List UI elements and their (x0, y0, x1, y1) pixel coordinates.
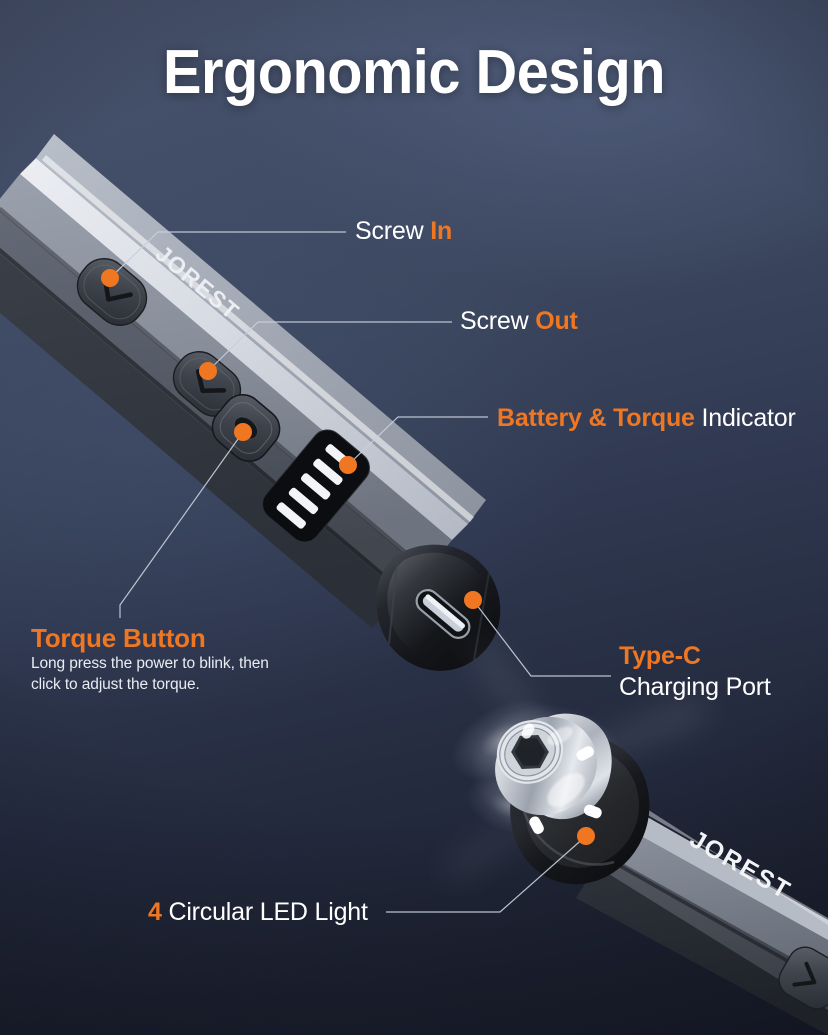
callout-indicator-plain: Indicator (701, 404, 796, 432)
callout-torque-heading: Torque Button (31, 623, 206, 653)
callout-led-plain: Circular LED Light (168, 898, 368, 926)
marker-dot-torque (234, 423, 252, 441)
page-title: Ergonomic Design (163, 38, 665, 107)
leader-torque-button (119, 431, 244, 618)
leader-screw-out (207, 321, 452, 372)
marker-dot-type-c (464, 591, 482, 609)
hex-socket (511, 735, 549, 769)
callout-indicator-accent: Battery & Torque (497, 404, 695, 432)
lower-screwdriver: JOREST (446, 645, 828, 1035)
leader-type-c (472, 599, 611, 677)
callout-torque-button: Torque Button Long press the power to bl… (31, 623, 361, 695)
chrome-bit-head (495, 713, 612, 820)
marker-dot-led (577, 827, 595, 845)
callout-screw-in-plain: Screw (355, 217, 424, 245)
charging-end-cap (376, 544, 501, 671)
lower-body-button[interactable] (773, 941, 828, 1015)
callout-led-accent: 4 (148, 898, 162, 926)
callout-type-c-charging-port: Type-C Charging Port (619, 641, 771, 702)
leader-indicator (347, 416, 488, 466)
callout-screw-out: Screw Out (460, 306, 578, 337)
marker-dot-screw-out (199, 362, 217, 380)
screw-out-button[interactable] (164, 342, 250, 425)
callout-screw-out-accent: Out (535, 307, 578, 335)
callout-screw-in: Screw In (355, 216, 452, 247)
callout-torque-desc-line1: Long press the power to blink, then (31, 655, 269, 673)
callout-type-c-plain: Charging Port (619, 672, 771, 701)
callout-screw-out-plain: Screw (460, 307, 529, 335)
callout-torque-desc-line2: click to adjust the torque. (31, 675, 200, 693)
type-c-charging-port (415, 589, 471, 639)
callout-screw-in-accent: In (430, 217, 453, 245)
screw-in-button[interactable] (68, 249, 157, 335)
leader-led (386, 835, 587, 913)
circular-led-lights (446, 645, 705, 880)
callout-battery-torque-indicator: Battery & Torque Indicator (497, 403, 796, 434)
marker-dot-indicator (339, 456, 357, 474)
callout-type-c-accent: Type-C (619, 642, 701, 670)
marker-dot-screw-in (101, 269, 119, 287)
callout-circular-led-light: 4 Circular LED Light (148, 897, 368, 928)
leader-screw-in (109, 231, 346, 279)
